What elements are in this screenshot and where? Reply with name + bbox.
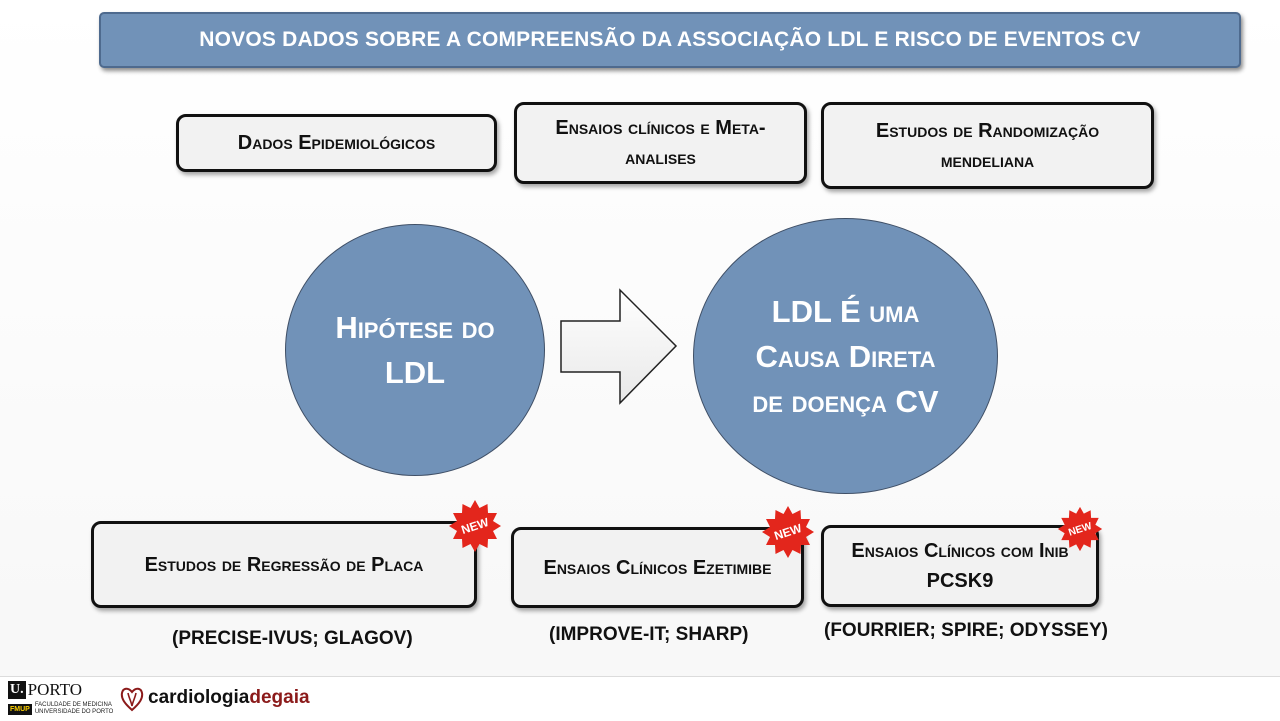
evidence-box-plaque-regression: Estudos de Regressão de Placa [91,521,477,608]
right-arrow-icon [560,288,678,405]
badge-burst [1057,506,1103,552]
refs-ezetimibe: (IMPROVE-IT; SHARP) [549,624,749,645]
conclusion-label: LDL É uma Causa Direta de doença CV [752,293,939,419]
brand-cardiologia: cardiologia [148,687,250,708]
slide-title: NOVOS DADOS SOBRE A COMPREENSÃO DA ASSOC… [199,28,1141,51]
evidence-box-label: Ensaios Clínicos com Inib PCSK9 [851,540,1069,592]
evidence-box-epidemiology: Dados Epidemiológicos [176,114,497,172]
badge-burst [449,500,501,552]
faculty-line-2: UNIVERSIDADE DO PORTO [34,709,114,715]
badge-burst [762,506,814,558]
cardiologia-de-gaia-logo: cardiologiadegaia [120,683,310,713]
uporto-name: PORTO [27,680,83,699]
evidence-box-mendelian: Estudos de Randomização mendeliana [821,102,1154,189]
new-badge-icon: NEW [762,506,814,558]
evidence-box-label: Estudos de Randomização mendeliana [875,119,1100,172]
conclusion-circle: LDL É uma Causa Direta de doença CV [693,218,998,494]
evidence-box-label: Estudos de Regressão de Placa [144,553,424,576]
evidence-box-label: Ensaios Clínicos Ezetimibe [543,556,772,579]
heart-icon [120,687,144,712]
slide: NOVOS DADOS SOBRE A COMPREENSÃO DA ASSOC… [91,12,1241,649]
evidence-box-pcsk9: Ensaios Clínicos com Inib PCSK9 [821,525,1099,607]
evidence-box-label: Dados Epidemiológicos [237,132,436,154]
uporto-logo: U. PORTO FMUP FACULDADE DE MEDICINA UNIV… [8,679,113,719]
fmup-label: FMUP [8,703,32,715]
refs-pcsk9: (FOURRIER; SPIRE; ODYSSEY) [824,620,1108,641]
refs-plaque-regression: (PRECISE-IVUS; GLAGOV) [172,628,413,649]
brand-degaia: degaia [249,687,310,708]
evidence-box-clinical-trials: Ensaios clínicos e Meta-analises [514,102,807,184]
footer: U. PORTO FMUP FACULDADE DE MEDICINA UNIV… [0,676,1280,721]
new-badge-icon: NEW [1057,506,1103,552]
title-banner: NOVOS DADOS SOBRE A COMPREENSÃO DA ASSOC… [99,12,1241,68]
evidence-box-label: Ensaios clínicos e Meta-analises [555,117,766,169]
uporto-u: U. [8,681,26,699]
hypothesis-circle: Hipótese do LDL [285,224,545,476]
hypothesis-label: Hipótese do LDL [335,310,495,390]
new-badge-icon: NEW [449,500,501,552]
evidence-box-ezetimibe: Ensaios Clínicos Ezetimibe [511,527,804,608]
faculty-line-1: FACULDADE DE MEDICINA [34,702,112,708]
